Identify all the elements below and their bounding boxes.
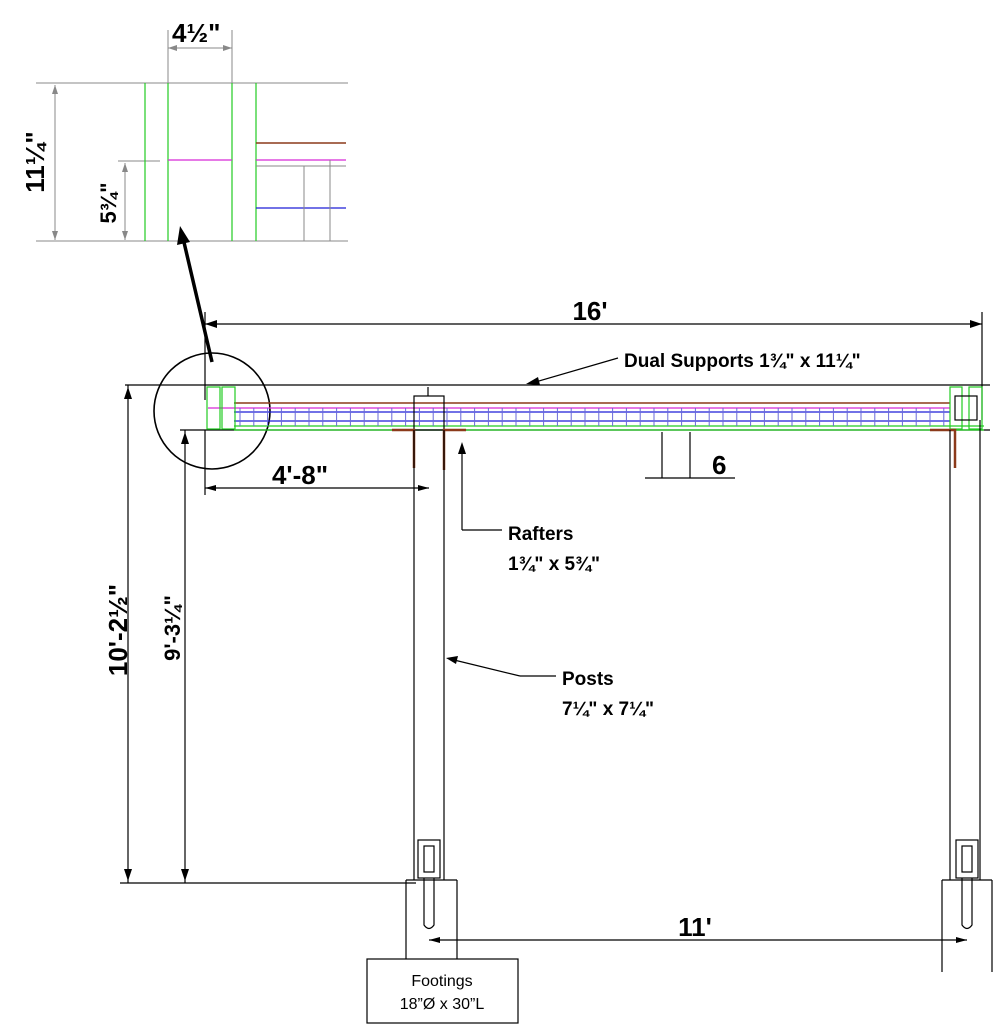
arrow-head xyxy=(52,85,58,94)
center-anchor xyxy=(423,878,435,930)
arrow-head xyxy=(124,387,132,399)
center-post-cap xyxy=(413,395,445,431)
rafters-label-line1: Rafters xyxy=(508,524,573,545)
arrow-head xyxy=(52,231,58,240)
rafters-label-line2: 1¾" x 5¾" xyxy=(508,554,600,575)
arrow-head xyxy=(205,320,217,328)
rafter-spacing-label: 6 xyxy=(712,450,726,480)
left-support-block xyxy=(206,386,221,430)
center-post-base-inner xyxy=(423,845,435,873)
dual-supports-leader xyxy=(531,357,619,384)
arrow-head xyxy=(223,45,232,51)
arrow-head xyxy=(122,231,128,240)
bracket-far-right xyxy=(930,428,957,468)
posts-label-line1: Posts xyxy=(562,669,614,690)
overall-height-label: 10'-2½" xyxy=(103,584,133,676)
arrow-head xyxy=(970,320,982,328)
posts-leader xyxy=(449,658,521,677)
overhang-dim: 4'-8" xyxy=(204,430,429,495)
rafters-callout: Rafters 1¾" x 5¾" xyxy=(458,442,600,575)
footings-label-line1: Footings xyxy=(411,973,472,990)
rafter-spacing-dim: 6 xyxy=(645,432,735,480)
post-height-label: 9'-3¼" xyxy=(160,595,185,661)
dual-supports-label: Dual Supports 1¾" x 11¼" xyxy=(624,351,861,372)
posts xyxy=(413,420,981,880)
arrow-head xyxy=(526,377,540,385)
footings: Footings 18”Ø x 30”L xyxy=(366,878,993,1024)
footing-spacing-label: 11' xyxy=(678,912,712,942)
post-height-dim: 9'-3¼" xyxy=(160,430,189,883)
callout-arrow-line xyxy=(181,237,214,363)
dual-supports-callout: Dual Supports 1¾" x 11¼" xyxy=(526,351,861,385)
rafter-ticks xyxy=(239,408,945,426)
overhang-label: 4'-8" xyxy=(272,460,328,490)
bracket-left xyxy=(392,428,416,468)
detail-height-label: 11¼" xyxy=(20,131,50,193)
footings-label-box xyxy=(366,958,519,1024)
arrow-head xyxy=(124,869,132,881)
arrow-head xyxy=(446,656,458,664)
detail-inset: 4½" 11¼" 5¾" xyxy=(20,18,348,242)
posts-callout: Posts 7¼" x 7¼" xyxy=(446,656,654,720)
detail-width-label: 4½" xyxy=(172,18,220,48)
footing-spacing-dim: 11' xyxy=(429,912,967,943)
span-dimension-label: 16' xyxy=(572,296,607,326)
right-post-base-inner xyxy=(961,845,973,873)
callout-arrow-head xyxy=(177,226,190,245)
center-post-base xyxy=(417,839,441,879)
arrow-head xyxy=(181,869,189,881)
arrow-head xyxy=(458,442,466,454)
arrow-head xyxy=(429,937,440,943)
right-support-block xyxy=(949,386,963,430)
left-support-block xyxy=(221,386,236,430)
overall-height-dim: 10'-2½" xyxy=(103,385,416,884)
detail-circle xyxy=(153,352,271,470)
right-post-cap xyxy=(954,395,978,421)
posts-label-line2: 7¼" x 7¼" xyxy=(562,699,654,720)
right-support-block xyxy=(968,386,983,430)
detail-callout xyxy=(153,226,271,470)
arrow-head xyxy=(122,163,128,172)
right-post-base xyxy=(955,839,979,879)
footings-label-line2: 18”Ø x 30”L xyxy=(400,996,485,1013)
beam-assembly xyxy=(125,384,990,470)
arrow-head xyxy=(205,485,216,491)
span-dimension: 16' xyxy=(204,296,983,420)
arrow-head xyxy=(168,45,177,51)
arrow-head xyxy=(956,937,967,943)
right-anchor xyxy=(961,878,973,930)
arrow-head xyxy=(418,485,429,491)
arrow-head xyxy=(181,432,189,444)
detail-rafter-label: 5¾" xyxy=(96,182,121,223)
